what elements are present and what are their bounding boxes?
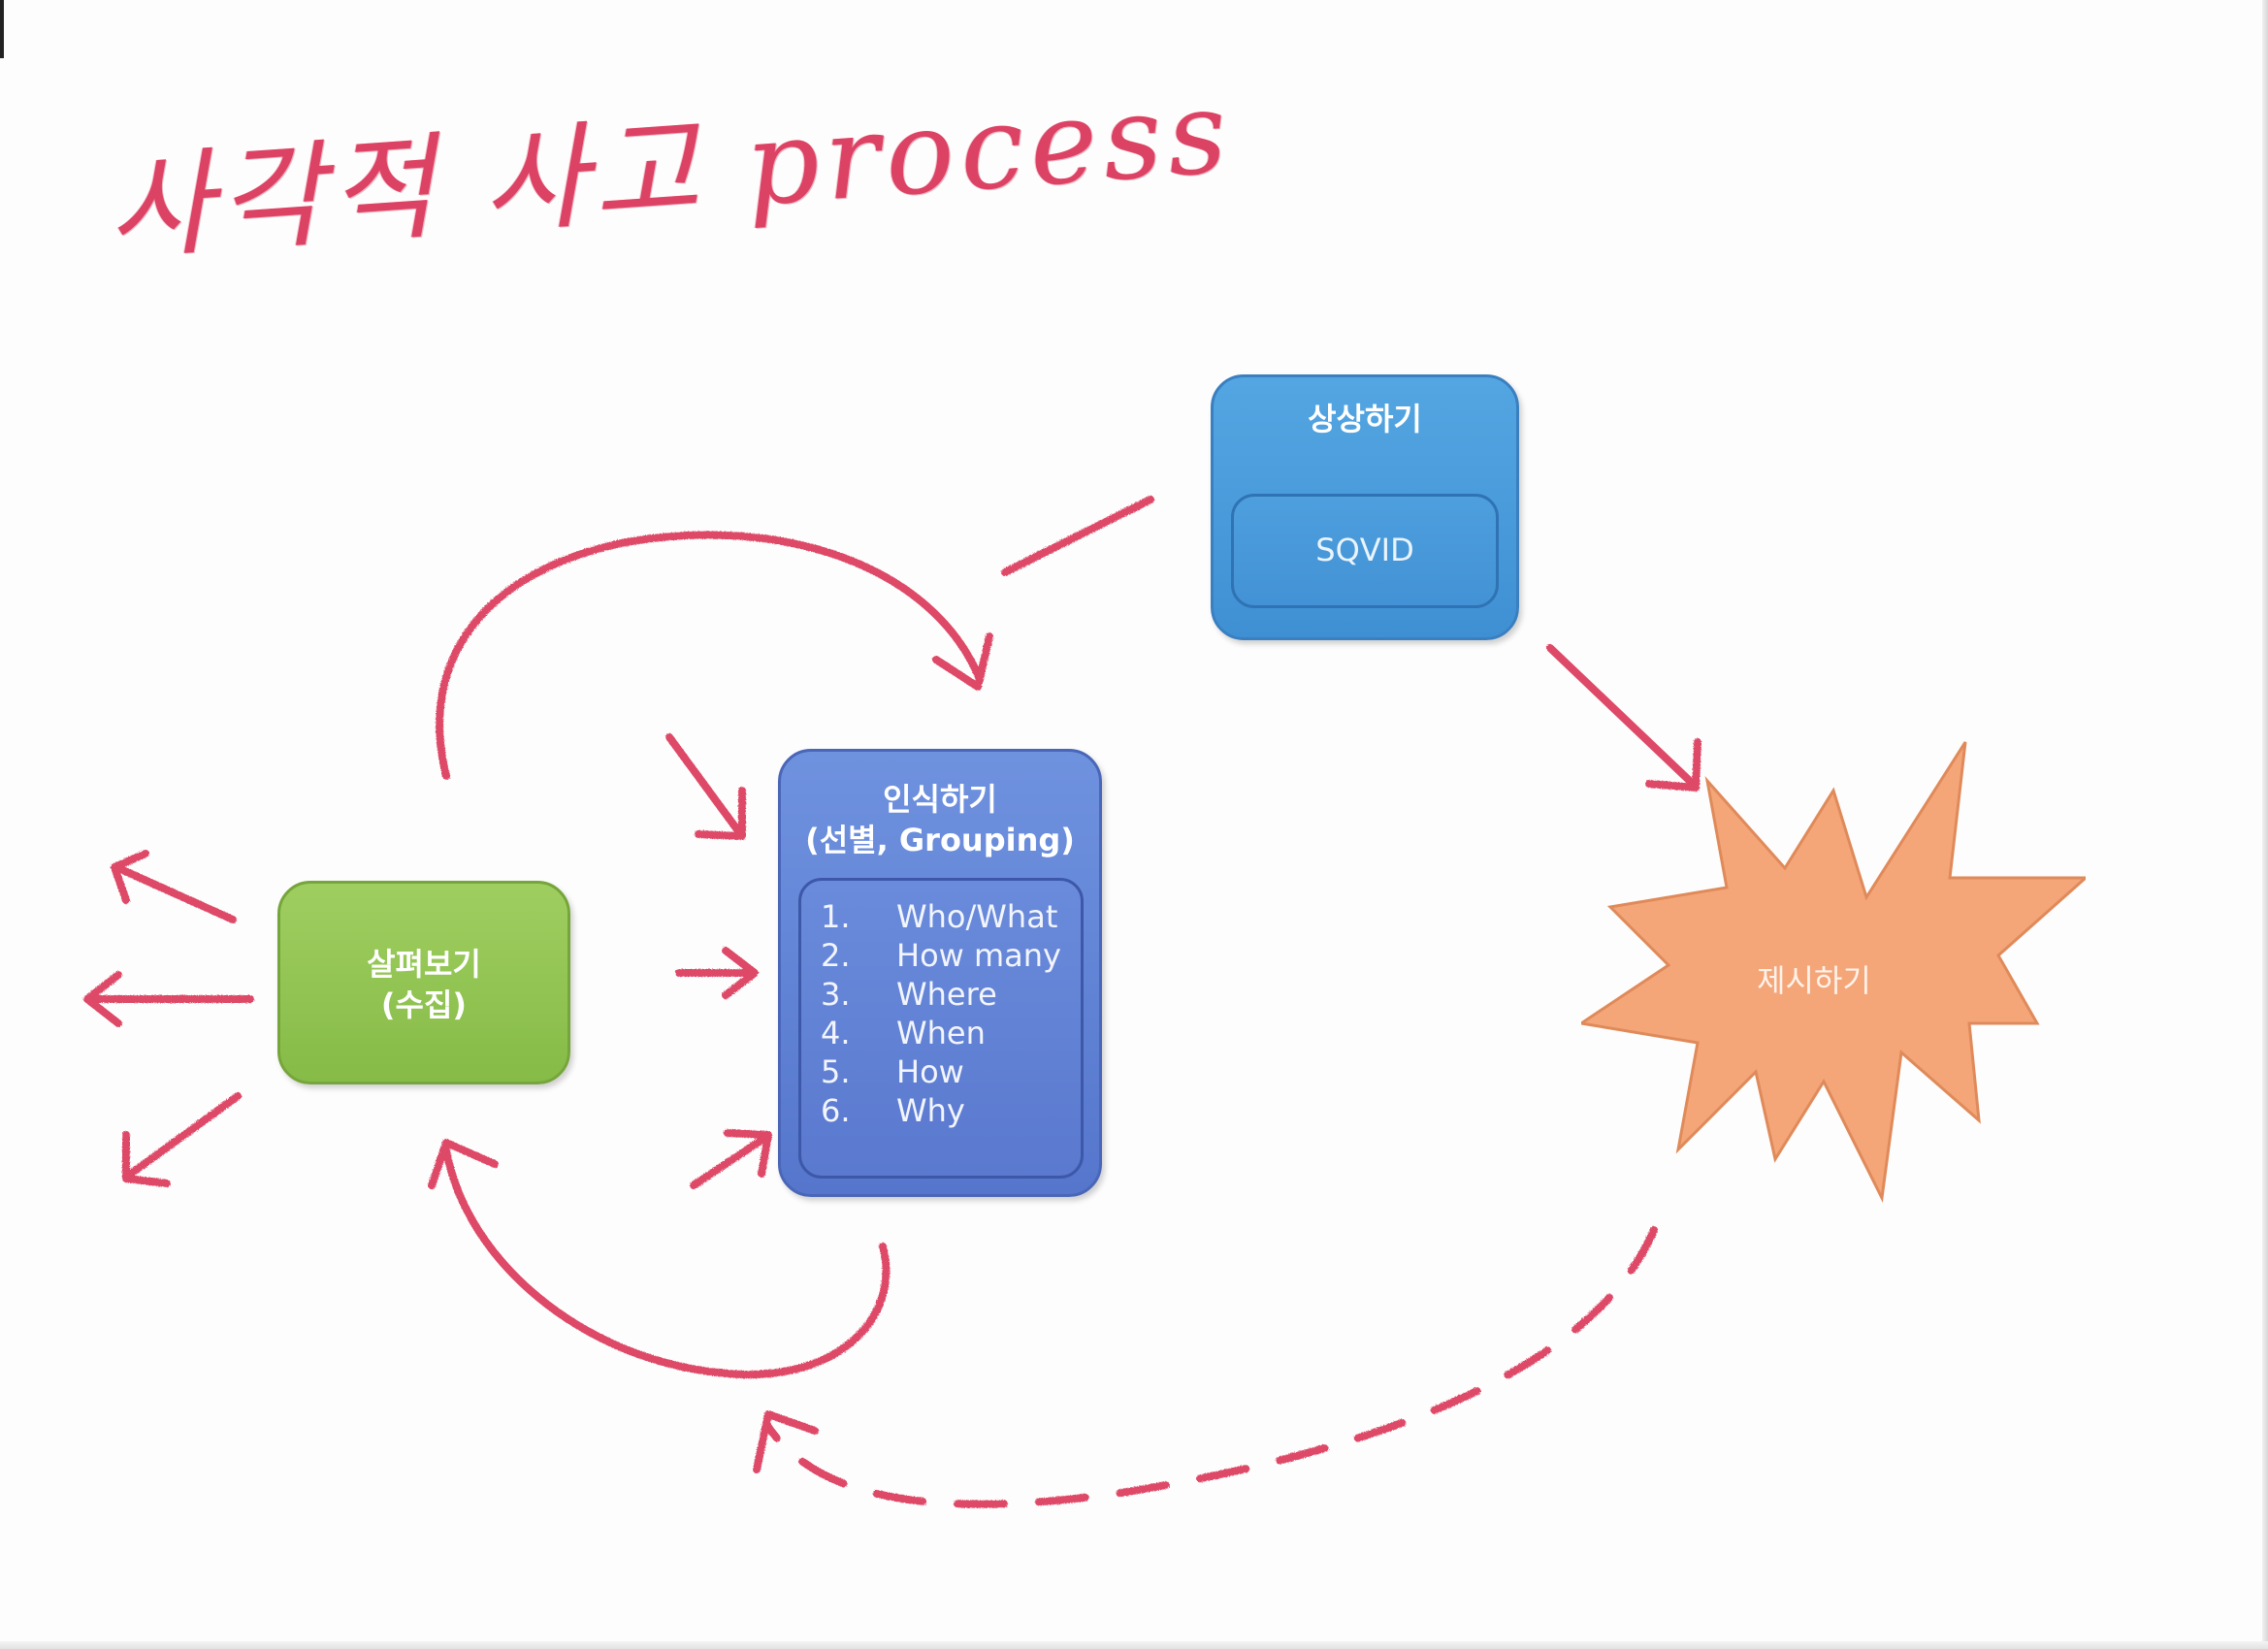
arrowhead-arc-top <box>932 632 993 691</box>
recognize-node: 인식하기 (선별, Grouping) 1. Who/What 2. How m… <box>778 749 1102 1197</box>
scan-right-edge <box>2262 0 2268 1649</box>
list-number: 2. <box>821 937 851 974</box>
recognize-list-item: 1. Who/What <box>821 898 1073 937</box>
list-text: Who/What <box>896 898 1058 935</box>
list-number: 5. <box>821 1053 851 1090</box>
scan-edge-mark <box>0 0 4 58</box>
list-text: How many <box>896 937 1061 974</box>
recognize-title-line1: 인식하기 <box>883 781 997 818</box>
look-title: 살펴보기 (수집) <box>280 944 567 1025</box>
list-text: Where <box>896 976 997 1013</box>
imagine-inner-box: SQVID <box>1231 494 1499 608</box>
look-title-line1: 살펴보기 <box>367 946 481 983</box>
arrowhead-look-out-upper <box>111 850 149 904</box>
arrowhead-dashed-return <box>753 1410 819 1473</box>
recognize-list-item: 2. How many <box>821 937 1073 976</box>
list-number: 4. <box>821 1015 851 1051</box>
starburst-shape <box>1581 741 2086 1204</box>
scan-bottom-edge <box>0 1641 2268 1649</box>
imagine-title: 상상하기 <box>1308 401 1422 437</box>
arrowhead-look-out-middle <box>83 971 122 1027</box>
dashed-return-present <box>762 1226 1658 1508</box>
arrowhead-arc-bottom <box>428 1139 499 1189</box>
present-starburst <box>1581 741 2086 1204</box>
arrowhead-imagine-to-present <box>1645 738 1701 792</box>
arc-recognize-to-look <box>442 1146 891 1378</box>
recognize-list-item: 6. Why <box>821 1092 1073 1131</box>
arrow-look-out-upper <box>114 864 237 923</box>
list-text: When <box>896 1015 986 1051</box>
recognize-title: 인식하기 (선별, Grouping) <box>781 779 1099 860</box>
arrow-into-recognize-lower <box>690 1133 770 1189</box>
arrow-into-recognize-upper <box>665 733 743 836</box>
look-node: 살펴보기 (수집) <box>277 881 570 1084</box>
look-title-line2: (수집) <box>380 986 468 1023</box>
arrow-look-out-lower <box>124 1092 242 1180</box>
arrow-imagine-in <box>1001 496 1154 576</box>
imagine-node: 상상하기 SQVID <box>1211 374 1519 640</box>
recognize-list-item: 5. How <box>821 1053 1073 1092</box>
present-title: 제시하기 <box>1757 962 1871 999</box>
arc-look-to-recognize <box>436 531 984 780</box>
arrowhead-look-to-recognize <box>722 947 759 999</box>
arrow-imagine-to-present <box>1546 644 1697 788</box>
imagine-subtitle: SQVID <box>1315 532 1414 568</box>
arrowhead-into-recognize-lower <box>724 1129 772 1178</box>
arrowhead-look-out-lower <box>122 1131 171 1187</box>
recognize-list-item: 4. When <box>821 1015 1073 1053</box>
list-number: 6. <box>821 1092 851 1129</box>
list-text: Why <box>896 1092 965 1129</box>
arrowhead-into-recognize-upper <box>695 787 746 840</box>
recognize-list-item: 3. Where <box>821 976 1073 1015</box>
list-number: 1. <box>821 898 851 935</box>
recognize-list-box: 1. Who/What 2. How many 3. Where 4. When… <box>798 878 1084 1179</box>
list-text: How <box>896 1053 964 1090</box>
list-number: 3. <box>821 976 851 1013</box>
recognize-title-line2: (선별, Grouping) <box>805 822 1075 858</box>
